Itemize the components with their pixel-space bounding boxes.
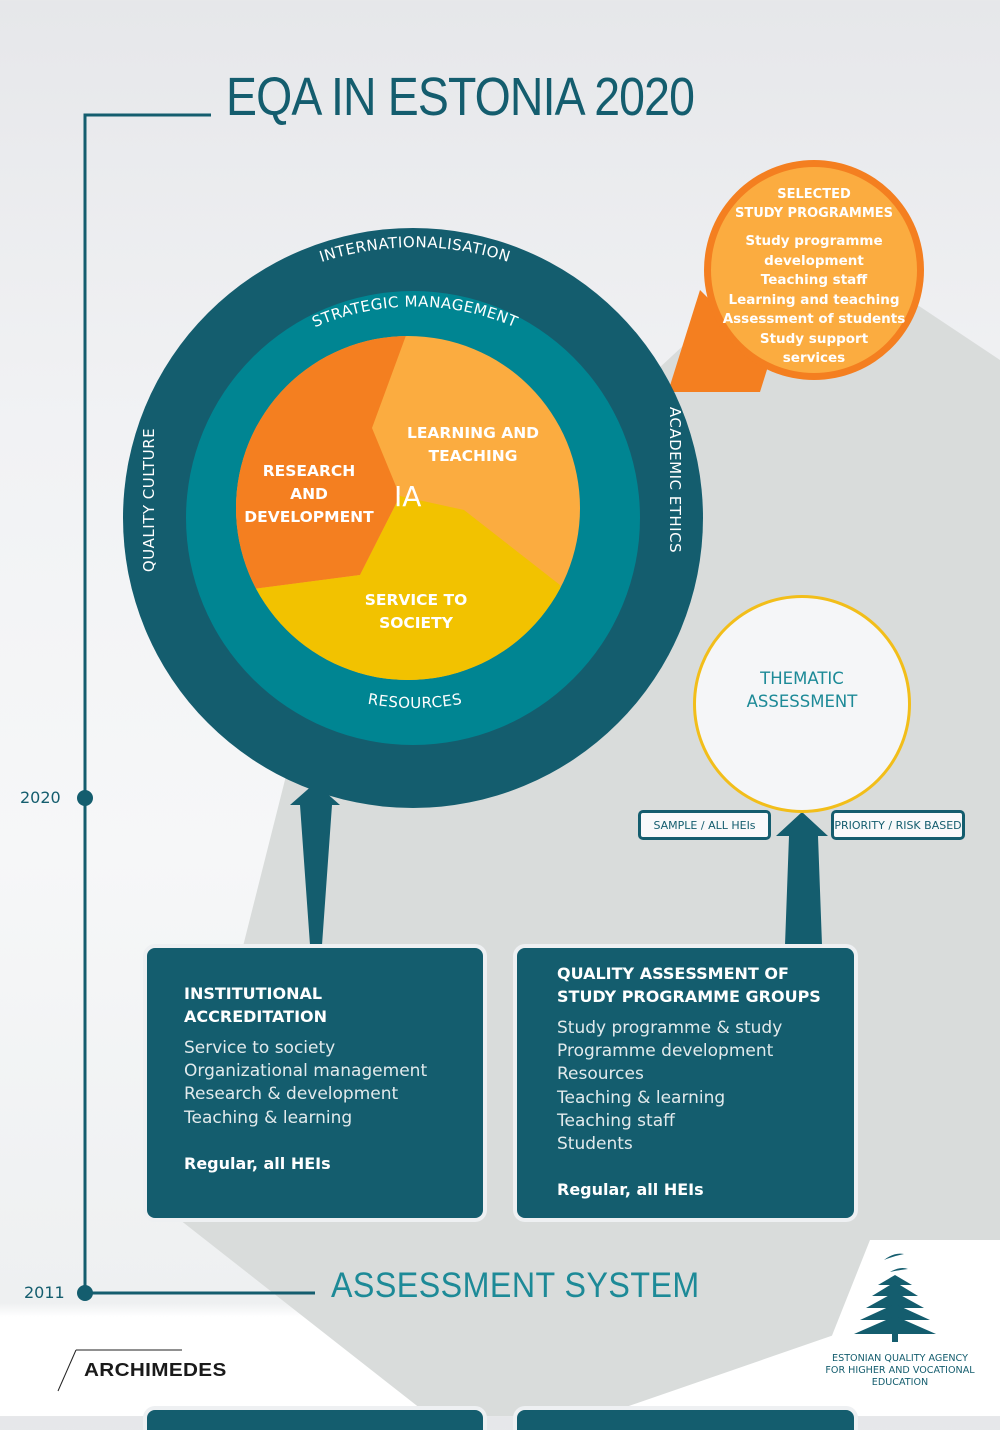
bubble-heading-2: STUDY PROGRAMMES (734, 206, 894, 221)
card-title: INSTITUTIONAL (184, 984, 323, 1003)
card-item: Study programme & study (557, 1018, 783, 1038)
bubble-item: Teaching staff (760, 272, 868, 288)
year-2011-label: 2011 (24, 1283, 65, 1302)
card-title: ACCREDITATION (184, 1007, 328, 1026)
ring-label-academic-ethics: ACADEMIC ETHICS (666, 407, 684, 553)
bubble-item: Study support (759, 330, 869, 347)
archimedes-logo: ARCHIMEDES (84, 1360, 227, 1380)
bubble-item: Assessment of students (722, 311, 906, 327)
next-card-right-partial (517, 1410, 854, 1430)
selected-programmes-text: SELECTED STUDY PROGRAMMES Study programm… (712, 185, 916, 369)
page-title: EQA IN ESTONIA 2020 (226, 67, 695, 127)
segment-label-research: RESEARCH AND DEVELOPMENT (244, 462, 374, 526)
card-quality-assessment-programme-groups: QUALITY ASSESSMENT OF STUDY PROGRAMME GR… (517, 948, 854, 1218)
segment-service-society (236, 496, 580, 680)
thematic-label-1: THEMATIC (760, 669, 844, 688)
card-title: QUALITY ASSESSMENT OF (557, 964, 789, 983)
timeline-bracket (83, 113, 315, 1295)
card-institutional-accreditation: INSTITUTIONAL ACCREDITATION Service to s… (147, 948, 483, 1218)
agency-name: ESTONIAN QUALITY AGENCY FOR HIGHER AND V… (825, 1353, 975, 1388)
assessment-system-label: ASSESSMENT SYSTEM (331, 1266, 700, 1305)
bubble-item: development (764, 252, 864, 269)
segment-label-learning: LEARNING AND TEACHING (406, 424, 540, 465)
card-footer: Regular, all HEIs (557, 1180, 704, 1200)
timeline-dot-2011 (77, 1285, 93, 1301)
ring-label-quality-culture: QUALITY CULTURE (140, 428, 158, 572)
ia-center-label: IA (394, 480, 422, 513)
card-item: Teaching & learning (557, 1087, 726, 1108)
segment-label-service: SERVICE TO SOCIETY (364, 591, 468, 632)
card-item: Teaching & learning (184, 1107, 353, 1128)
next-card-left-partial (147, 1410, 483, 1430)
bubble-item: Learning and teaching (728, 291, 900, 308)
bubble-item: Study programme (745, 233, 883, 249)
card-item: Organizational management (184, 1061, 428, 1082)
bubble-heading-1: SELECTED (777, 187, 851, 202)
bubble-circle-inner (711, 167, 917, 373)
card-item: Resources (557, 1064, 644, 1085)
card-item: Programme development (557, 1041, 774, 1062)
tag-sample-all-heis: SAMPLE / ALL HEIs (638, 810, 771, 840)
year-2020-label: 2020 (20, 788, 61, 807)
timeline-dot-2020 (77, 790, 93, 806)
card-item: Teaching staff (557, 1110, 675, 1131)
arrow-up-ia (290, 783, 340, 945)
card-title: STUDY PROGRAMME GROUPS (557, 987, 821, 1006)
tag-priority-risk-based: PRIORITY / RISK BASED (831, 810, 965, 840)
arrow-up-thematic (776, 812, 828, 945)
thematic-label-2: ASSESSMENT (746, 692, 858, 711)
thematic-assessment-circle: THEMATIC ASSESSMENT (693, 595, 911, 813)
bubble-pointer (668, 290, 770, 392)
card-footer: Regular, all HEIs (184, 1153, 331, 1173)
footer-white-band (0, 1326, 420, 1416)
card-item: Service to society (184, 1038, 336, 1058)
ring-label-resources: RESOURCES (367, 690, 464, 712)
card-item: Research & development (184, 1084, 399, 1105)
bubble-item: services (782, 350, 846, 366)
card-item: Students (557, 1134, 633, 1155)
